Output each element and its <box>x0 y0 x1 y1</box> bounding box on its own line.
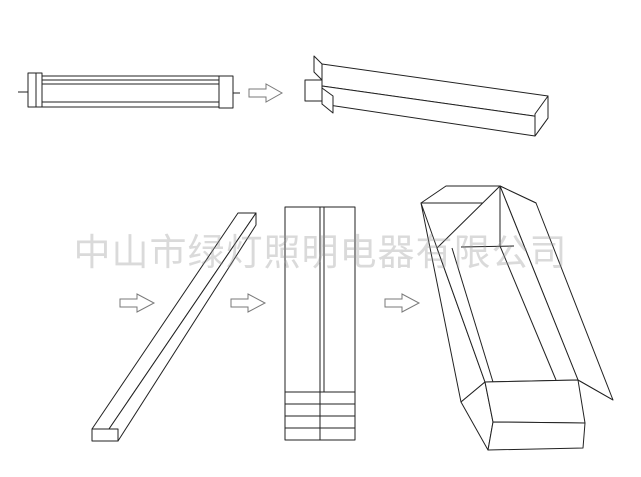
carton-front-face <box>487 421 586 451</box>
sleeve-end-tab <box>304 79 323 102</box>
wrapped-bar-drawing <box>91 212 257 442</box>
sleeve-flap-top <box>313 55 323 81</box>
bar-end-face <box>91 428 119 442</box>
arrow-right-icon <box>119 293 156 313</box>
carton-right-edge <box>577 379 614 401</box>
carton-divider-left <box>451 247 494 383</box>
arrow-right-icon <box>248 83 284 103</box>
bar-side-face <box>108 212 257 442</box>
arrow-right-icon <box>384 293 421 313</box>
carton-divider-right <box>499 245 557 381</box>
light-fixture-drawing <box>18 72 240 109</box>
folded-sleeve-drawing <box>304 55 549 137</box>
carton-front-lid <box>484 379 586 424</box>
sleeve-end-face <box>534 95 549 137</box>
fixture-endcap-right <box>218 75 234 109</box>
stacked-bundle-drawing <box>284 206 356 441</box>
bar-top-face <box>91 212 257 430</box>
arrow-right-icon <box>230 293 267 313</box>
open-carton-drawing <box>420 185 614 451</box>
carton-interior-edge <box>460 245 515 248</box>
fixture-endcap-left <box>27 72 43 108</box>
sleeve-flap-bottom <box>321 87 334 114</box>
